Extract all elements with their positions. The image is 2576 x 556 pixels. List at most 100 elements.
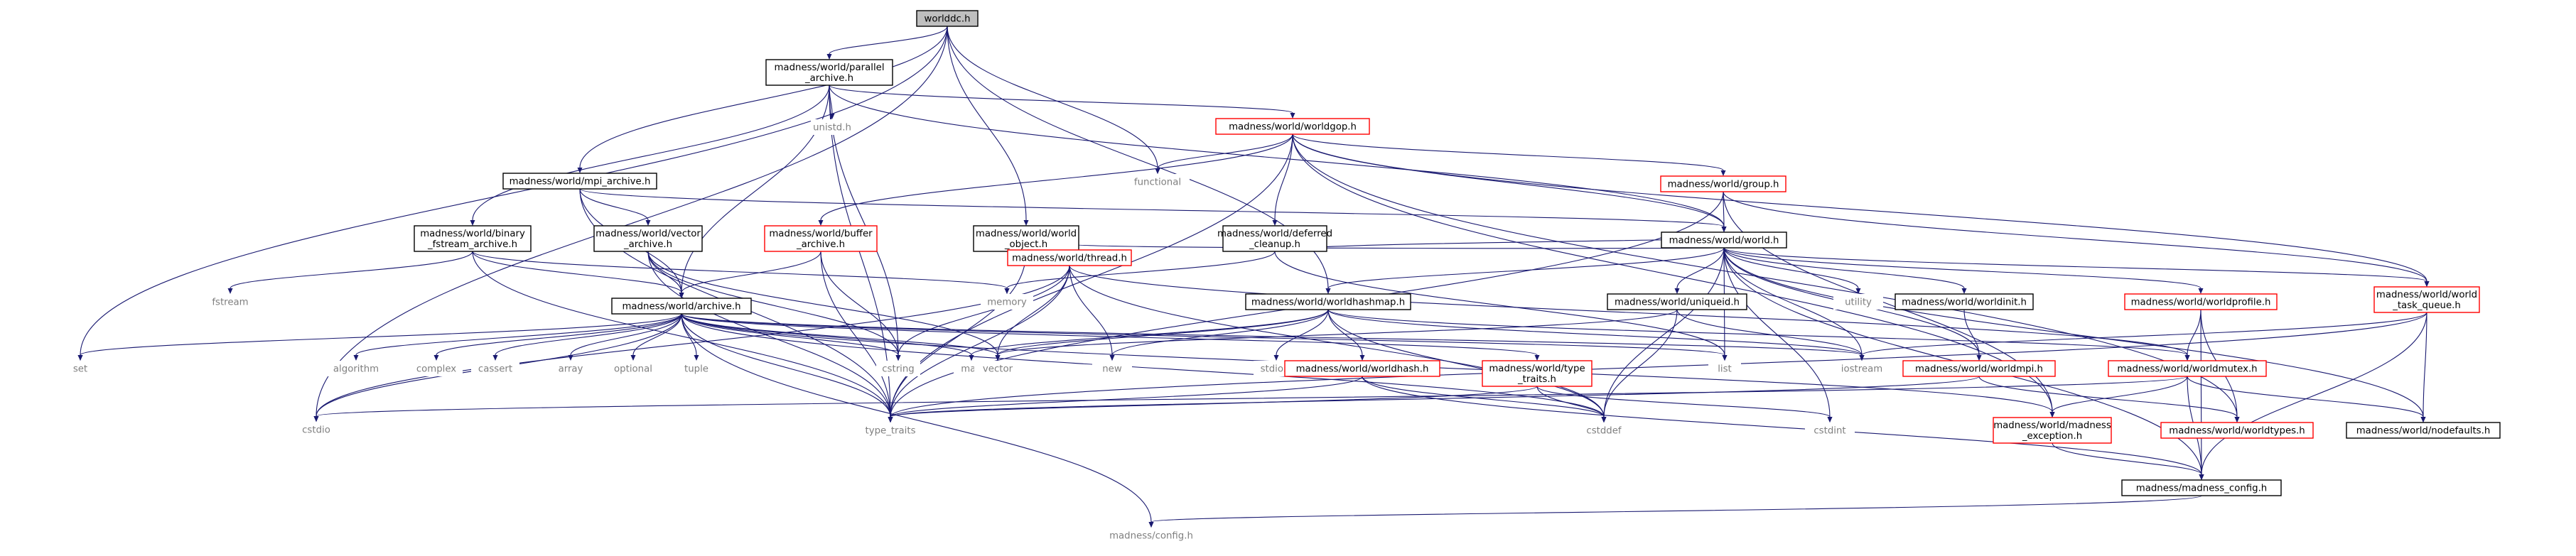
node-list-box bbox=[1708, 361, 1741, 376]
node-world-object-label-line-1: madness/world/world bbox=[976, 229, 1077, 239]
edge-vector-archive-to-cstring bbox=[647, 251, 899, 356]
node-worldhashmap-label: madness/world/worldhashmap.h bbox=[1251, 298, 1405, 308]
node-worldmutex[interactable]: madness/world/worldmutex.h bbox=[2108, 360, 2267, 377]
node-binary-fstream[interactable]: madness/world/binary_fstream_archive.h bbox=[414, 225, 532, 252]
edge-vector-archive-to-type-traits bbox=[647, 251, 891, 418]
edge-worlddc-to-cstdio bbox=[316, 26, 948, 417]
node-worlddc[interactable]: worlddc.h bbox=[916, 10, 979, 27]
node-vector-archive[interactable]: madness/world/vector_archive.h bbox=[593, 225, 703, 252]
node-worldmutex-box bbox=[2108, 360, 2267, 377]
node-mpi-archive-label: madness/world/mpi_archive.h bbox=[510, 177, 651, 187]
edge-worldhashmap-to-cstddef bbox=[1327, 309, 1605, 418]
node-mpi-archive[interactable]: madness/world/mpi_archive.h bbox=[502, 173, 657, 190]
node-buffer-archive[interactable]: madness/world/buffer_archive.h bbox=[764, 225, 878, 252]
node-task-queue-label-line-2: _task_queue.h bbox=[2392, 300, 2461, 311]
node-utility: utility bbox=[1833, 294, 1883, 310]
node-deferred-cleanup[interactable]: madness/world/deferred_cleanup.h bbox=[1217, 225, 1332, 252]
arrowhead-archive-to-algorithm bbox=[353, 355, 359, 361]
node-worldinit-box bbox=[1895, 293, 2034, 310]
edge-task-queue-to-madness-config bbox=[2201, 312, 2427, 475]
edge-worldhashmap-to-new bbox=[1111, 309, 1329, 356]
edge-worldhash-to-madness-config bbox=[1362, 376, 2202, 475]
node-new-label: new bbox=[1102, 364, 1122, 375]
node-worldmutex-label: madness/world/worldmutex.h bbox=[2117, 364, 2257, 375]
node-madness-exception[interactable]: madness/world/madness_exception.h bbox=[1993, 417, 2112, 444]
node-worldtypes[interactable]: madness/world/worldtypes.h bbox=[2160, 422, 2314, 439]
arrowhead-worldmpi-to-type-traits bbox=[888, 417, 893, 423]
node-worldinit-label: madness/world/worldinit.h bbox=[1902, 298, 2027, 308]
node-type-traits-h-label-line-1: madness/world/type bbox=[1489, 364, 1585, 374]
edge-worldgop-to-deferred-cleanup bbox=[1274, 133, 1293, 221]
edge-worldgop-to-world bbox=[1292, 133, 1725, 227]
node-optional-box bbox=[606, 361, 660, 376]
node-iostream-label: iostream bbox=[1841, 364, 1882, 375]
node-deferred-cleanup-label-line-2: _cleanup.h bbox=[1249, 239, 1300, 250]
edge-uniqueid-to-cstddef bbox=[1603, 309, 1678, 418]
node-vector-box bbox=[974, 361, 1021, 376]
node-cstdio-label: cstdio bbox=[302, 425, 330, 436]
node-worldprofile[interactable]: madness/world/worldprofile.h bbox=[2124, 293, 2278, 310]
node-tuple: tuple bbox=[677, 361, 716, 376]
edge-type-traits-h-to-cstddef bbox=[1536, 386, 1605, 418]
node-array-label: array bbox=[559, 364, 583, 375]
node-task-queue[interactable]: madness/world/world_task_queue.h bbox=[2373, 286, 2480, 313]
node-archive-box bbox=[611, 298, 752, 315]
node-worldhash[interactable]: madness/world/worldhash.h bbox=[1284, 360, 1440, 377]
node-worldhashmap[interactable]: madness/world/worldhashmap.h bbox=[1245, 293, 1411, 310]
edge-worldgop-to-group bbox=[1292, 133, 1724, 171]
edge-world-to-cstddef bbox=[1603, 247, 1725, 418]
edge-worldhashmap-to-iostream bbox=[1327, 309, 1863, 356]
node-vector: vector bbox=[974, 361, 1021, 376]
edge-world-to-nodefaults bbox=[1723, 247, 2424, 418]
node-cstring-box bbox=[876, 361, 920, 376]
node-worldmpi-label: madness/world/worldmpi.h bbox=[1915, 364, 2043, 375]
node-uniqueid[interactable]: madness/world/uniqueid.h bbox=[1607, 293, 1747, 310]
arrowhead-worldgop-to-functional bbox=[1155, 168, 1160, 174]
edge-group-to-task-queue bbox=[1723, 191, 2427, 282]
node-world-box bbox=[1661, 231, 1787, 249]
node-worldinit[interactable]: madness/world/worldinit.h bbox=[1895, 293, 2034, 310]
edge-madness-config-to-config bbox=[1150, 495, 2202, 523]
arrowhead-worldgop-to-buffer-archive bbox=[818, 220, 824, 226]
edge-world-to-iostream bbox=[1723, 247, 1863, 356]
edge-archive-to-type-traits bbox=[681, 313, 891, 418]
node-memory-label: memory bbox=[987, 298, 1027, 308]
arrowhead-worldmpi-to-worldtypes bbox=[2234, 417, 2240, 423]
node-worldhash-label: madness/world/worldhash.h bbox=[1296, 364, 1429, 375]
node-type-traits-h[interactable]: madness/world/type_traits.h bbox=[1482, 360, 1593, 387]
node-worldprofile-label: madness/world/worldprofile.h bbox=[2131, 298, 2271, 308]
node-worldmpi[interactable]: madness/world/worldmpi.h bbox=[1902, 360, 2056, 377]
node-tuple-label: tuple bbox=[684, 364, 708, 375]
node-parallel-archive[interactable]: madness/world/parallel_archive.h bbox=[765, 59, 893, 86]
node-buffer-archive-box bbox=[764, 225, 878, 252]
edge-archive-to-optional bbox=[632, 313, 682, 356]
edge-deferred-cleanup-to-world bbox=[1274, 237, 1725, 252]
node-unistd-label: unistd.h bbox=[813, 123, 851, 133]
node-thread[interactable]: madness/world/thread.h bbox=[1007, 249, 1132, 266]
node-nodefaults[interactable]: madness/world/nodefaults.h bbox=[2346, 422, 2501, 439]
arrowhead-madness-config-to-config bbox=[1148, 522, 1154, 528]
edge-thread-to-worldmutex bbox=[1069, 265, 2188, 356]
node-worldtypes-box bbox=[2160, 422, 2314, 439]
node-optional: optional bbox=[606, 361, 660, 376]
node-group-label: madness/world/group.h bbox=[1668, 180, 1779, 190]
node-world-object[interactable]: madness/world/world_object.h bbox=[973, 225, 1079, 252]
node-group[interactable]: madness/world/group.h bbox=[1660, 175, 1787, 192]
node-archive[interactable]: madness/world/archive.h bbox=[611, 298, 752, 315]
edge-thread-to-vector bbox=[997, 265, 1070, 356]
node-world[interactable]: madness/world/world.h bbox=[1661, 231, 1787, 249]
arrowhead-world-to-worldprofile bbox=[2198, 288, 2204, 294]
node-worlddc-label: worlddc.h bbox=[924, 14, 970, 25]
arrowhead-archive-to-cassert bbox=[492, 355, 498, 361]
edge-type-traits-h-to-cstdint bbox=[1536, 386, 1831, 418]
node-deferred-cleanup-box bbox=[1222, 225, 1327, 252]
arrowhead-worldmutex-to-cstdio bbox=[313, 416, 319, 422]
edge-worldmutex-to-nodefaults bbox=[2187, 376, 2424, 418]
arrowhead-worldgop-to-deferred-cleanup bbox=[1272, 220, 1278, 226]
graph-nodes: worlddc.h madness/world/parallel_archive.… bbox=[66, 10, 2501, 543]
node-madness-config[interactable]: madness/madness_config.h bbox=[2121, 479, 2282, 496]
node-vector-archive-label-line-2: _archive.h bbox=[623, 239, 672, 250]
edge-worlddc-to-functional bbox=[947, 26, 1158, 169]
edge-worldhashmap-to-worldmutex bbox=[1327, 309, 2188, 356]
node-worldgop[interactable]: madness/world/worldgop.h bbox=[1215, 118, 1370, 135]
